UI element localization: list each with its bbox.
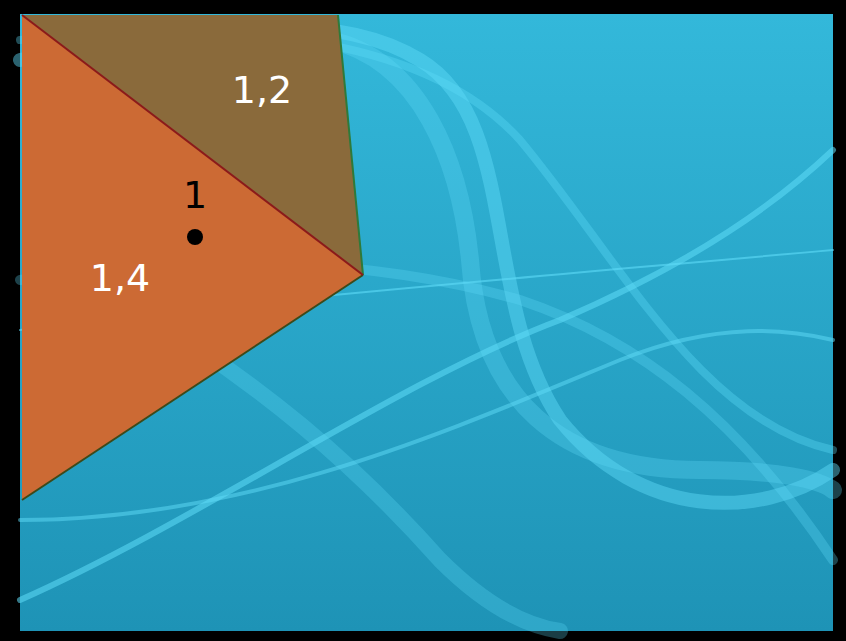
region-border	[22, 15, 363, 275]
ground	[20, 14, 833, 631]
region: 1,4	[22, 15, 364, 501]
region-shape	[22, 15, 364, 501]
region-label: 1,2	[232, 71, 292, 109]
region-border	[338, 15, 363, 275]
region-label: 1,4	[90, 259, 150, 297]
region-fill	[22, 15, 363, 500]
region-border	[22, 275, 363, 500]
point-label: 1	[183, 176, 207, 214]
site-point	[187, 229, 203, 245]
wave	[330, 40, 833, 490]
